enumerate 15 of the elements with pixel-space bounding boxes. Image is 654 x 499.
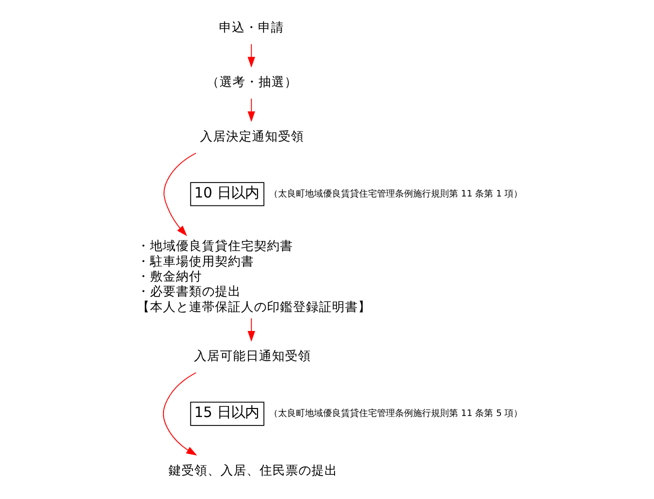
node-text: 入居可能日通知受領 <box>193 348 310 363</box>
arrow <box>247 98 255 122</box>
node-box: 10 日以内 <box>190 182 264 206</box>
arrow <box>162 372 197 456</box>
node-label: （太良町地域優良賃貸住宅管理条例施行規則第 11 条第 1 項） <box>268 189 522 200</box>
node-label: （太良町地域優良賃貸住宅管理条例施行規則第 11 条第 5 項） <box>268 409 522 420</box>
node-text: ・地域優良賃貸住宅契約書 ・駐車場使用契約書 ・敷金納付 ・必要書類の提出 【本人と連帯保証人の印鑑登録証明書】 <box>136 238 371 314</box>
arrow <box>247 318 255 342</box>
node-text: （選考・抽選） <box>206 74 298 89</box>
node-text: 申込・申請 <box>218 19 284 34</box>
node-text: 入居決定通知受領 <box>200 128 304 144</box>
arrow <box>247 44 255 68</box>
node-text: 鍵受領、入居、住民票の提出 <box>168 462 337 478</box>
node-box: 15 日以内 <box>190 402 264 426</box>
arrow <box>163 152 196 236</box>
